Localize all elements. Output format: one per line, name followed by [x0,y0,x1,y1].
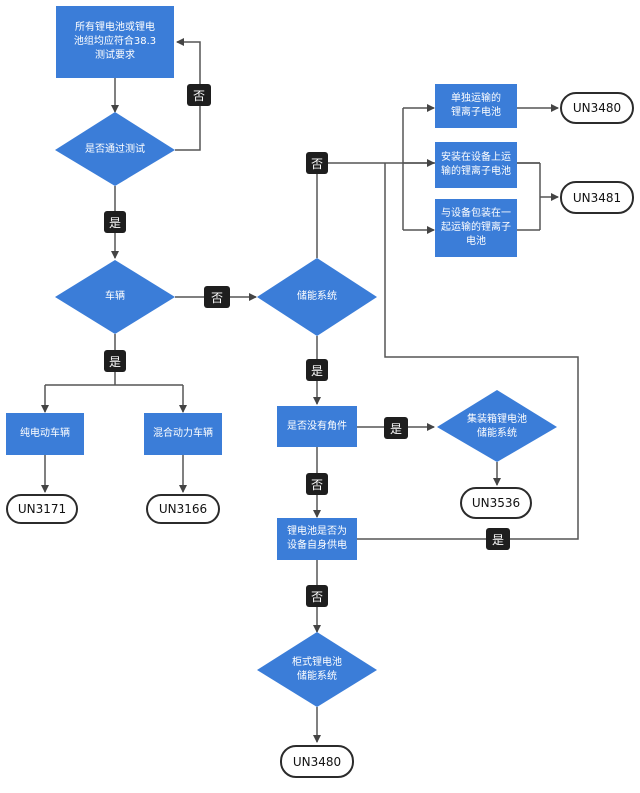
vehicle-diamond [55,260,175,334]
standalone-label: 单独运输的 锂离子电池 [451,93,501,118]
hybrid-box: 混合动力车辆 [144,413,222,455]
self-power-label: 锂电池是否为 设备自身供电 [287,526,347,551]
no-corner-box: 是否没有角件 [277,406,357,447]
hybrid-label: 混合动力车辆 [153,428,213,439]
energy-storage-diamond [257,258,377,336]
no-tag-not-vehicle: 否 [204,286,230,308]
start-box: 所有锂电池或锂电 池组均应符合38.3 测试要求 [56,6,174,78]
no-tag-not-self-power: 否 [306,585,328,607]
yes-tag-no-corner: 是 [384,417,408,439]
start-box-label: 所有锂电池或锂电 池组均应符合38.3 测试要求 [73,22,157,61]
un3166-terminal: UN3166 [146,494,220,524]
self-power-box: 锂电池是否为 设备自身供电 [277,518,357,560]
yes-tag-storage: 是 [306,359,328,381]
pass-test-diamond [55,112,175,186]
no-tag-has-corner: 否 [306,473,328,495]
un3536-terminal: UN3536 [460,487,532,519]
installed-box: 安装在设备上运 输的锂离子电池 [435,142,517,188]
no-corner-label: 是否没有角件 [287,420,347,432]
un3480-top-terminal: UN3480 [560,92,634,124]
yes-tag-self-power: 是 [486,528,510,550]
packed-label: 与设备包装在一 起运输的锂离子 电池 [441,208,511,247]
un3480-bottom-terminal: UN3480 [280,745,354,778]
no-tag-retest: 否 [187,84,211,106]
pure-ev-box: 纯电动车辆 [6,413,84,455]
pure-ev-label: 纯电动车辆 [20,428,70,439]
installed-label: 安装在设备上运 输的锂离子电池 [441,152,511,177]
standalone-box: 单独运输的 锂离子电池 [435,84,517,128]
un3481-terminal: UN3481 [560,181,634,214]
packed-box: 与设备包装在一 起运输的锂离子 电池 [435,199,517,257]
no-tag-not-storage: 否 [306,152,328,174]
cabinet-system-diamond [257,632,377,707]
container-system-diamond [437,390,557,462]
yes-tag-passed: 是 [104,211,126,233]
yes-tag-vehicle: 是 [104,350,126,372]
un3171-terminal: UN3171 [6,494,78,524]
